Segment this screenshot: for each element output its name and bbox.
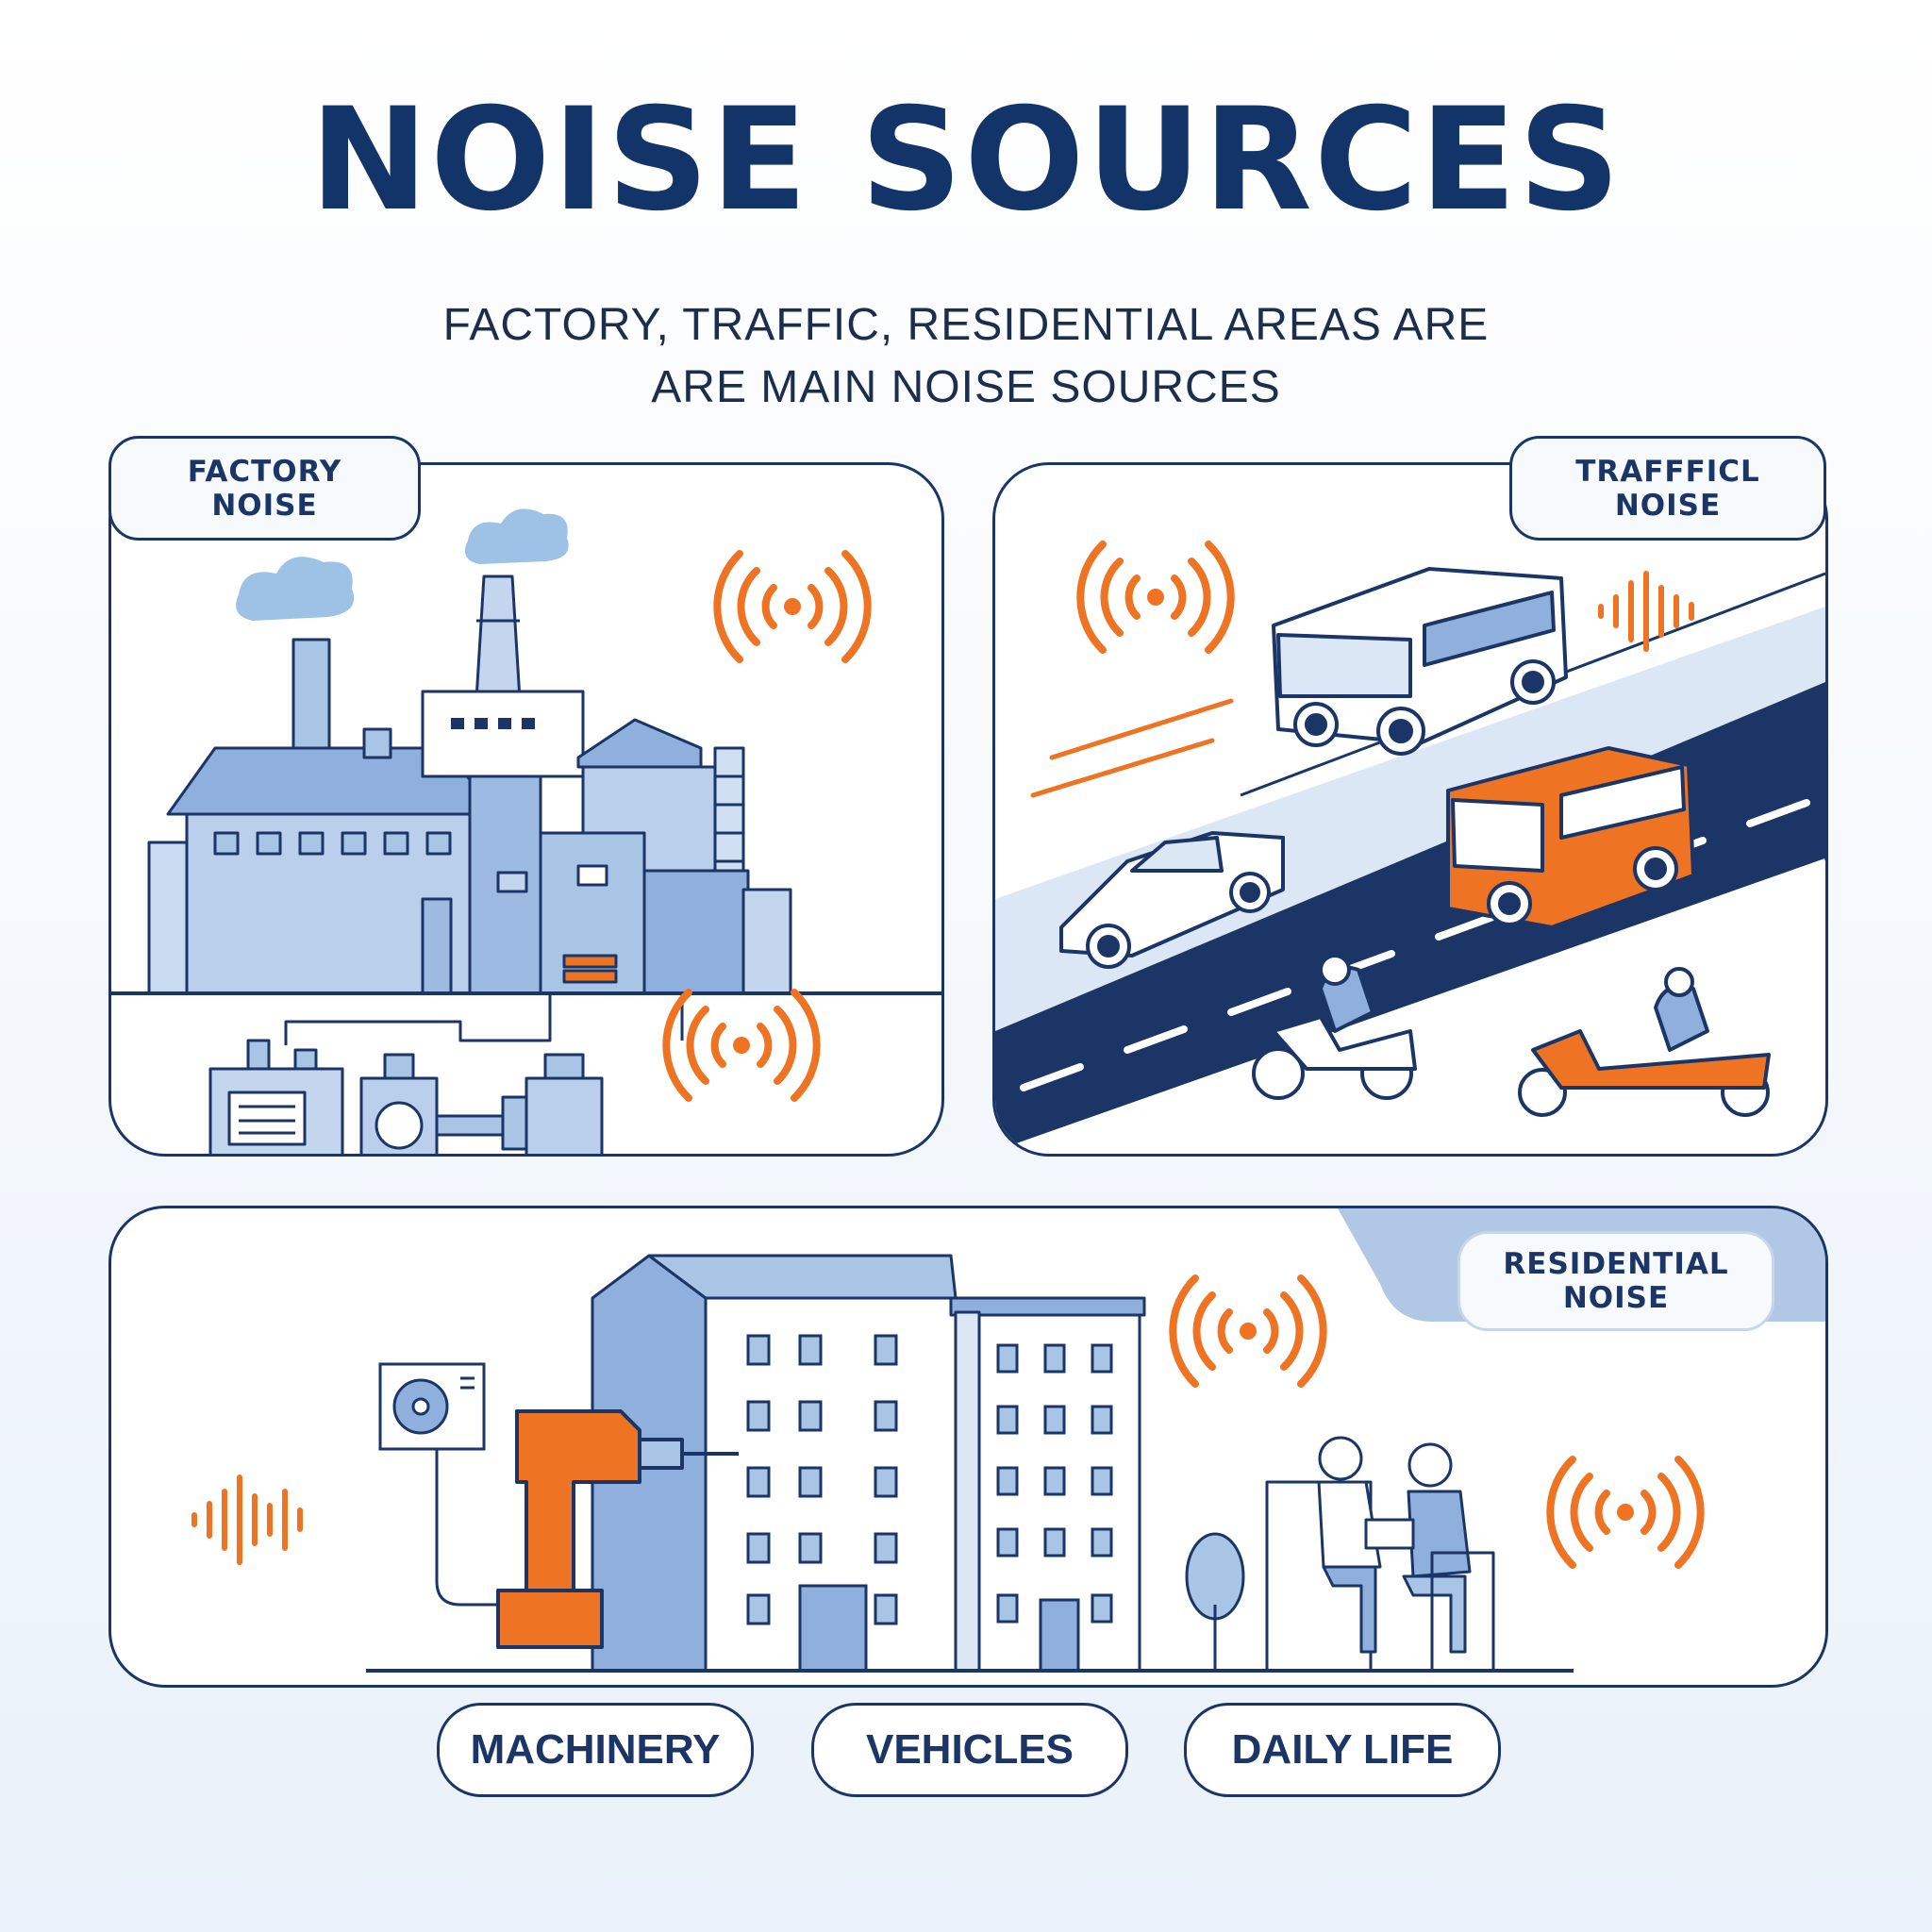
factory-noise-panel [108,462,944,1157]
factory-label-line-1: FACTORY [187,454,342,489]
sound-wave-icon [662,989,821,1102]
sound-wave-icon [1169,1274,1327,1388]
residential-label-line-1: RESIDENTIAL [1503,1247,1729,1281]
sound-wave-icon [713,550,872,663]
subtitle-line-1: FACTORY, TRAFFIC, RESIDENTIAL AREAS ARE [442,300,1490,350]
factory-label-line-2: NOISE [211,488,318,523]
traffic-noise-panel [992,462,1828,1157]
scooter-icon [1518,967,1771,1117]
factory-illustration [111,508,941,1154]
bus-icon [1272,567,1568,756]
category-pill-vehicles: VEHICLES [811,1703,1128,1797]
traffic-label-line-1: TRAFFFICL [1575,454,1760,489]
scooter-icon [1252,954,1417,1100]
category-pill-daily-life: DAILY LIFE [1184,1703,1501,1797]
people-talking-icon [1265,1436,1495,1673]
traffic-illustration [995,541,1825,1154]
sound-wave-icon [1598,571,1694,652]
page-subtitle: FACTORY, TRAFFIC, RESIDENTIAL AREAS ARE … [0,294,1932,419]
subtitle-line-2: ARE MAIN NOISE SOURCES [651,362,1281,412]
tree-icon [1185,1532,1245,1671]
page-title: NOISE SOURCES [309,78,1623,242]
category-pill-machinery: MACHINERY [437,1703,754,1797]
residential-noise-label: RESIDENTIAL NOISE [1457,1231,1774,1331]
smoke-cloud-left [236,557,355,621]
sound-wave-icon [1546,1456,1705,1569]
factory-building-middle [421,690,585,778]
warehouse-roof [576,718,703,769]
factory-noise-label: FACTORY NOISE [108,436,421,541]
motor [525,1076,604,1154]
residential-label-line-2: NOISE [1562,1281,1670,1315]
drill-icon [496,1409,739,1649]
air-conditioner-icon [378,1362,508,1607]
sound-wave-icon [1076,541,1235,654]
bus-icon [1446,746,1695,929]
chimney-left [291,638,331,753]
traffic-noise-label: TRAFFFICL NOISE [1509,436,1826,541]
sound-wave-icon [192,1474,303,1565]
car-icon [1059,831,1285,969]
traffic-label-line-2: NOISE [1614,488,1722,523]
smoke-cloud-right [464,508,569,564]
